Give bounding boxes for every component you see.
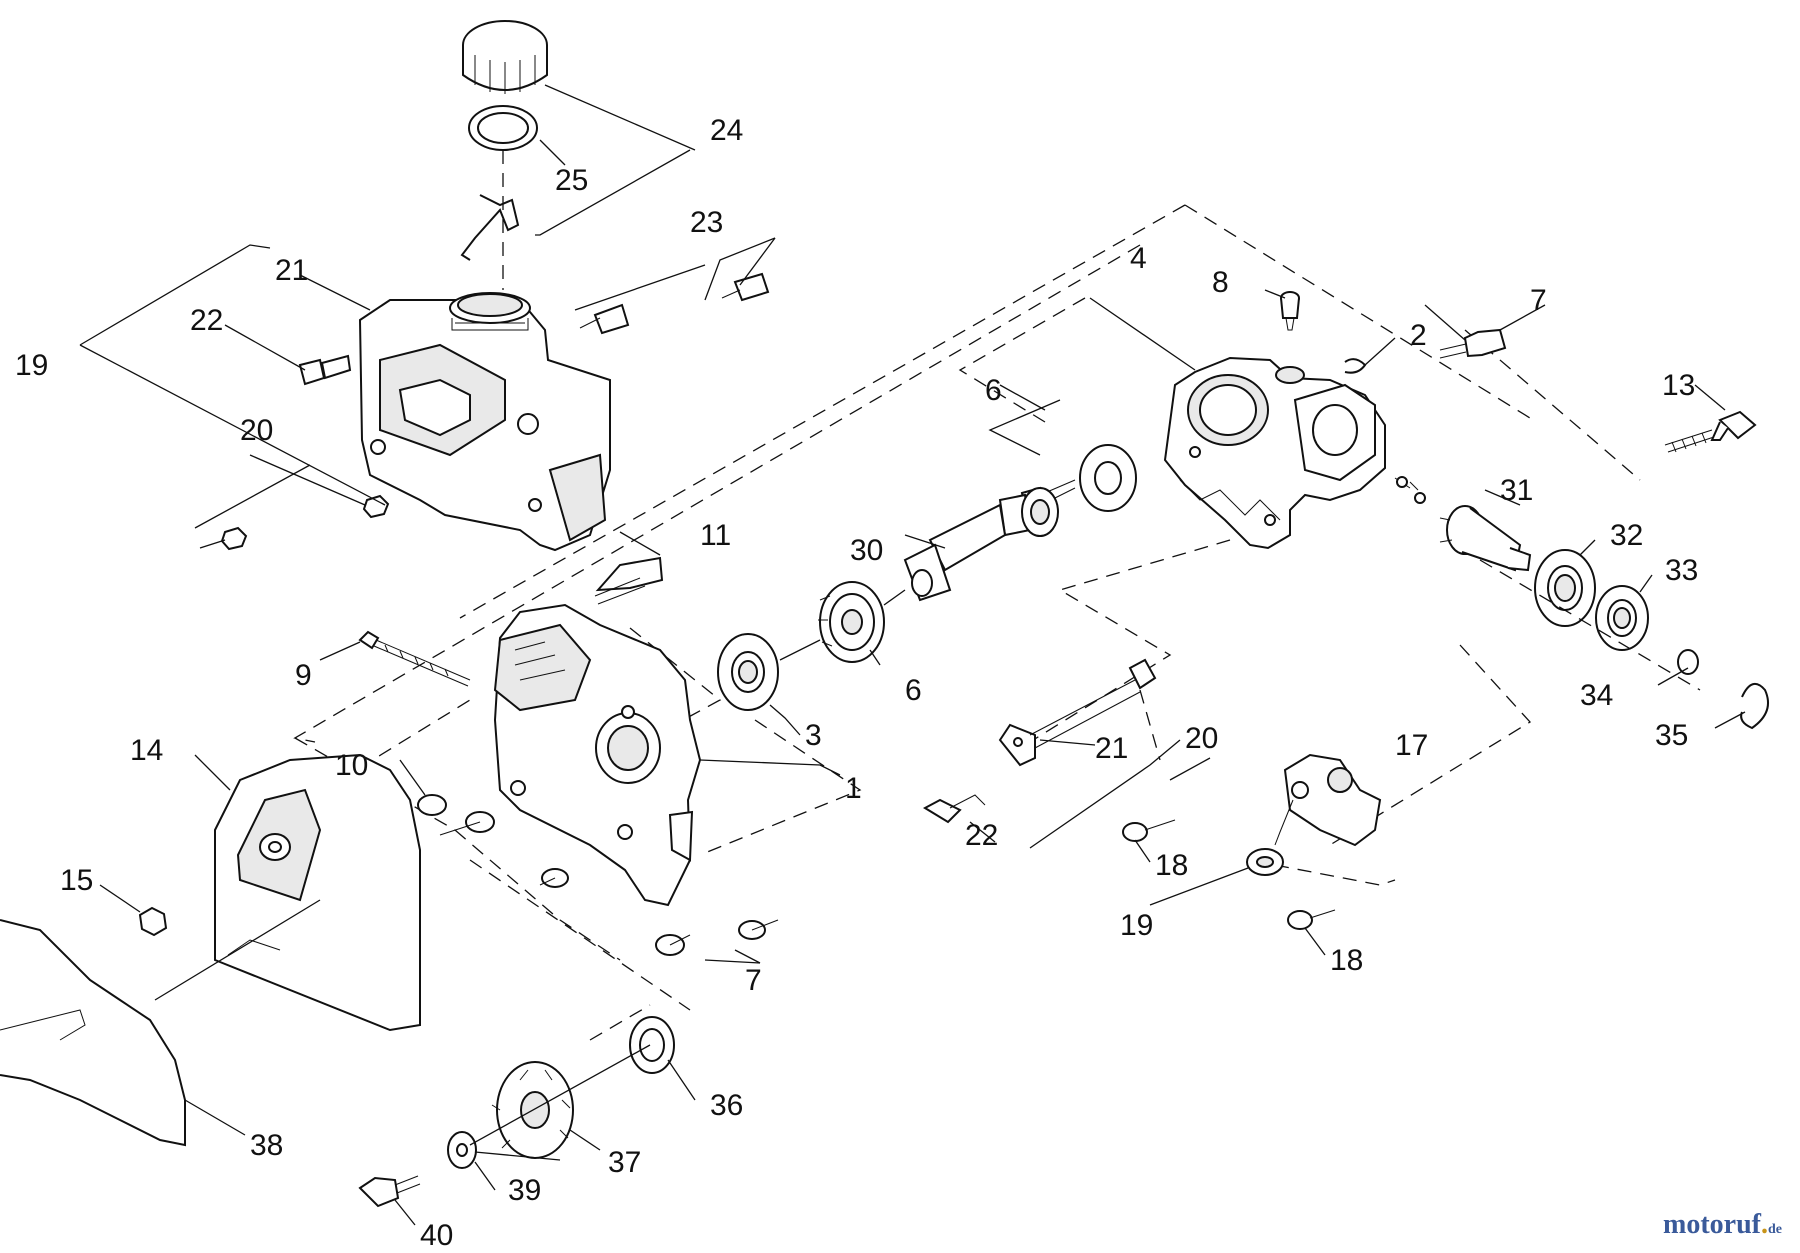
guide-bar (0, 919, 186, 1147)
tank-cap (462, 20, 548, 94)
oil-tank-housing (358, 292, 611, 552)
callout-28: 24 (710, 114, 743, 147)
oil-pump (1246, 753, 1382, 876)
cap-seal (468, 105, 538, 151)
callout-37: 37 (608, 1146, 641, 1179)
housing-bolt (1439, 328, 1507, 359)
leader-lines (79, 84, 1746, 1226)
callout-17: 17 (1395, 729, 1428, 762)
callout-2: 2 (1410, 319, 1427, 352)
callout-33: 33 (1665, 554, 1698, 587)
callout-24: 21 (275, 254, 308, 287)
retaining-clip (1344, 358, 1367, 374)
callout-26: 22 (190, 304, 223, 337)
watermark-logo: motoruf.de (1663, 1209, 1782, 1241)
watermark-dot: . (1761, 1209, 1768, 1240)
callout-18-right: 18 (1330, 944, 1363, 977)
callout-10: 10 (335, 749, 368, 782)
tank-nuts (199, 494, 390, 551)
callout-32: 32 (1610, 519, 1643, 552)
sprocket-cover (214, 753, 421, 1032)
callout-7-bottom: 7 (745, 964, 762, 997)
callout-25: 20 (240, 414, 273, 447)
bearing-3 (717, 633, 779, 711)
callout-20: 20 (1185, 722, 1218, 755)
callout-35: 35 (1655, 719, 1688, 752)
circlip-35 (1740, 682, 1769, 730)
callout-31: 31 (1500, 474, 1533, 507)
callout-7-right: 7 (1530, 284, 1547, 317)
callout-numbers: 24 25 23 21 22 19 20 4 8 2 7 13 6 31 32 … (15, 114, 1698, 1252)
output-shaft (1394, 476, 1532, 572)
flat-washer (447, 1131, 477, 1169)
callout-15: 15 (60, 864, 93, 897)
pump-screws (1122, 819, 1336, 930)
assembly-frame-lines (293, 204, 1641, 1041)
callout-1: 1 (845, 772, 862, 805)
strainer-clip (460, 150, 520, 290)
callout-6-top: 6 (985, 374, 1002, 407)
callout-30: 30 (850, 534, 883, 567)
callout-38: 38 (250, 1129, 283, 1162)
callout-13: 13 (1662, 369, 1695, 402)
gear-case-housing (1163, 356, 1386, 550)
grease-nipple (1280, 291, 1300, 331)
sprocket-bolt (358, 1175, 421, 1208)
sprocket-wheel (818, 581, 885, 663)
callout-14: 14 (130, 734, 163, 767)
gear-cover-plate (493, 603, 702, 907)
callout-18-left: 18 (1155, 849, 1188, 882)
adjuster-bolt (1664, 410, 1757, 453)
callout-22: 22 (965, 819, 998, 852)
callout-21: 21 (1095, 732, 1128, 765)
oil-pipe (922, 658, 1157, 824)
watermark-main: motoruf (1663, 1209, 1761, 1240)
callout-6-mid: 6 (905, 674, 922, 707)
spacer-washer (629, 1016, 675, 1074)
callout-39: 39 (508, 1174, 541, 1207)
bearing-32 (1534, 549, 1596, 627)
bearing-33 (1595, 585, 1649, 651)
watermark-tld: de (1768, 1222, 1782, 1237)
callout-8: 8 (1212, 266, 1229, 299)
callout-19: 19 (1120, 909, 1153, 942)
cover-nut (138, 906, 168, 937)
snap-ring-34 (1677, 649, 1699, 675)
callout-11: 11 (700, 519, 731, 552)
callout-4: 4 (1130, 242, 1147, 275)
drive-shaft (903, 444, 1137, 602)
bevel-gear (1021, 487, 1059, 537)
callout-23: 19 (15, 349, 48, 382)
callout-40: 40 (420, 1219, 453, 1252)
callout-36: 36 (710, 1089, 743, 1122)
callout-27: 23 (690, 206, 723, 239)
callout-9: 9 (295, 659, 312, 692)
cover-bolts (358, 556, 779, 956)
callout-29: 25 (555, 164, 588, 197)
callout-34: 34 (1580, 679, 1613, 712)
callout-3: 3 (805, 719, 822, 752)
